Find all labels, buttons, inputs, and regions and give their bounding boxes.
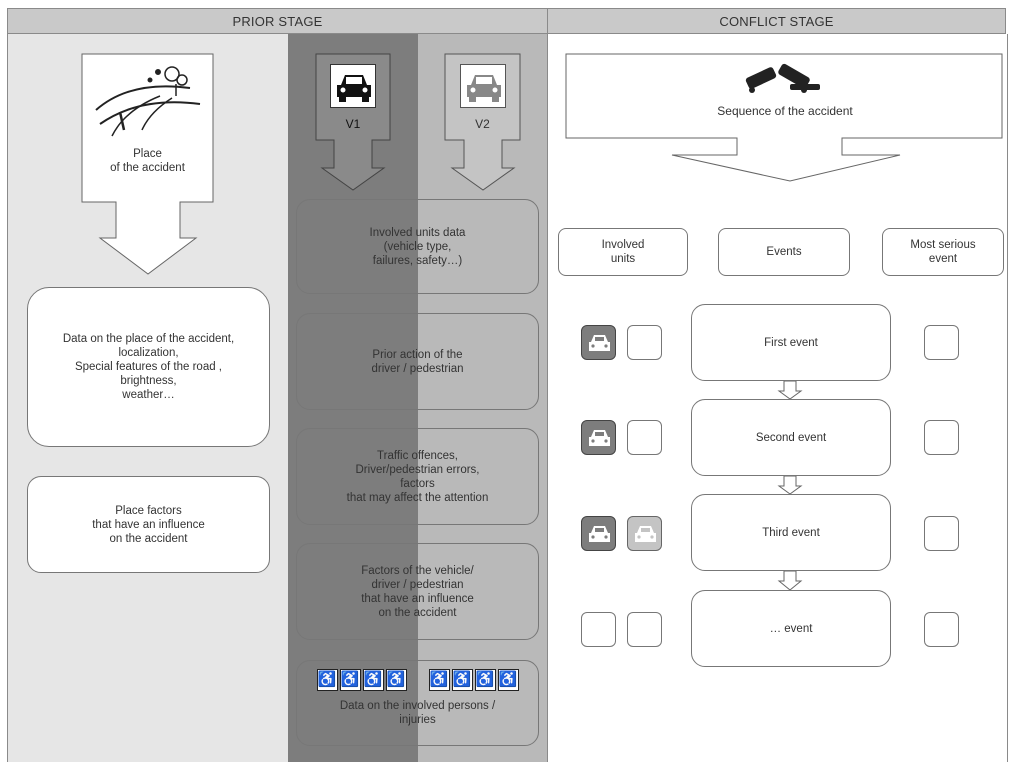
involved-units-data-box: Involved units data (vehicle type, failu… [296, 199, 539, 294]
involved-persons-box: ♿ ♿ ♿ ♿ ♿ ♿ ♿ ♿ Data on the involved per… [296, 660, 539, 746]
prior-action-box: Prior action of the driver / pedestrian [296, 313, 539, 410]
unit-marker-empty-row2 [627, 420, 662, 455]
event-box-second: Second event [691, 399, 891, 476]
serious-event-check-row2 [924, 420, 959, 455]
person-icon: ♿ [428, 669, 450, 691]
person-icon: ♿ [316, 669, 338, 691]
person-icon: ♿ [474, 669, 496, 691]
place-label: Place of the accident [110, 148, 185, 174]
vehicle-factors-box: Factors of the vehicle/ driver / pedestr… [296, 543, 539, 640]
involved-persons-label: Data on the involved persons / injuries [339, 700, 496, 726]
traffic-offences-box: Traffic offences, Driver/pedestrian erro… [296, 428, 539, 525]
place-callout-arrow [81, 53, 214, 275]
conflict-stage-header: CONFLICT STAGE [547, 8, 1006, 34]
car-front-icon [589, 430, 610, 446]
car-front-icon [589, 335, 610, 351]
person-icon: ♿ [497, 669, 519, 691]
person-icon: ♿ [339, 669, 361, 691]
unit-marker-v1-row2 [581, 420, 616, 455]
unit-marker-v2-row3 [627, 516, 662, 551]
sequence-callout-arrow [565, 53, 1003, 182]
v2-person-icons: ♿ ♿ ♿ ♿ [428, 669, 519, 691]
person-icon: ♿ [362, 669, 384, 691]
unit-marker-v1-row1 [581, 325, 616, 360]
event-connectors [777, 380, 803, 591]
unit-marker-empty-row4a [581, 612, 616, 647]
car-front-icon [337, 75, 371, 102]
event-box-first: First event [691, 304, 891, 381]
unit-marker-empty-row1 [627, 325, 662, 360]
involved-units-header: Involved units [558, 228, 688, 276]
event-box-third: Third event [691, 494, 891, 571]
serious-event-check-row3 [924, 516, 959, 551]
road-junction-icon [95, 66, 201, 137]
v2-label: V2 [475, 117, 490, 131]
v1-person-icons: ♿ ♿ ♿ ♿ [316, 669, 407, 691]
car-front-icon [467, 75, 501, 102]
prior-stage-header: PRIOR STAGE [7, 8, 548, 34]
serious-event-check-row1 [924, 325, 959, 360]
place-data-box: Data on the place of the accident, local… [27, 287, 270, 447]
v2-car-card [460, 64, 506, 108]
sequence-label: Sequence of the accident [717, 104, 853, 118]
v1-label: V1 [345, 117, 361, 131]
person-icon: ♿ [451, 669, 473, 691]
serious-event-check-row4 [924, 612, 959, 647]
unit-marker-empty-row4b [627, 612, 662, 647]
crash-icon [745, 63, 820, 93]
person-icon: ♿ [385, 669, 407, 691]
events-header: Events [718, 228, 850, 276]
most-serious-event-header: Most serious event [882, 228, 1004, 276]
person-icons-row: ♿ ♿ ♿ ♿ ♿ ♿ ♿ ♿ [316, 669, 519, 691]
car-front-icon [589, 526, 610, 542]
place-factors-box: Place factors that have an influence on … [27, 476, 270, 573]
car-front-icon [635, 526, 656, 542]
v1-car-card [330, 64, 376, 108]
unit-marker-v1-row3 [581, 516, 616, 551]
event-box-other: … event [691, 590, 891, 667]
